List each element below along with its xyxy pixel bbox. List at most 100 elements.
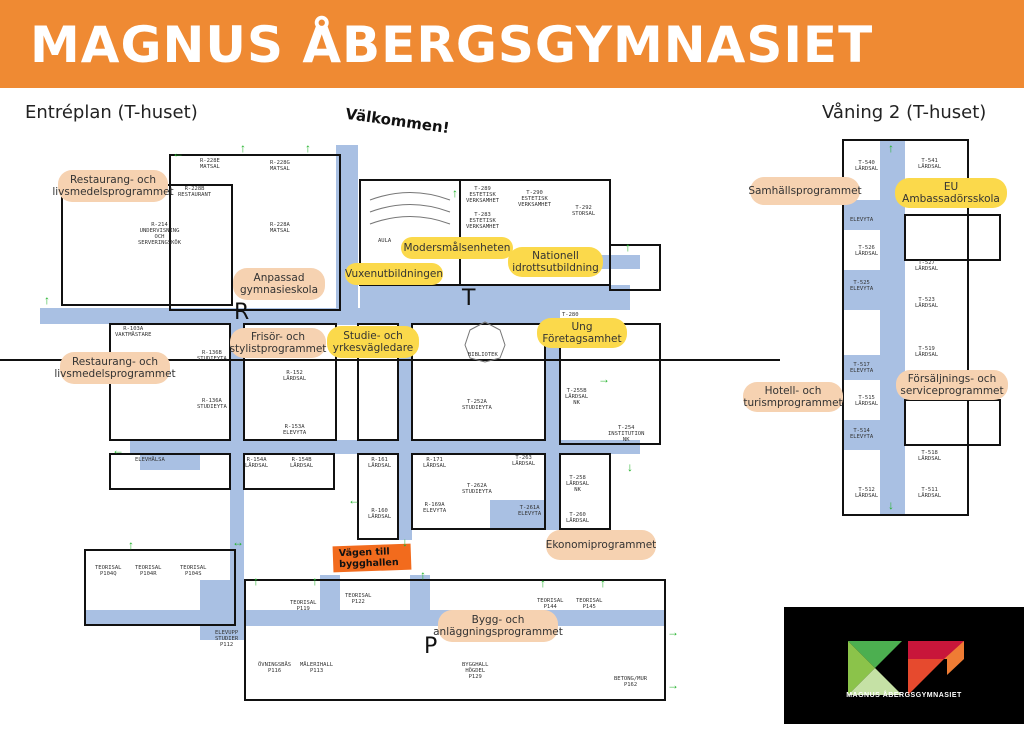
room-p122: TEORISAL P122 [345,593,372,605]
header-banner: MAGNUS ÅBERGSGYMNASIET [0,0,1024,88]
exit-arrow-icon: ↑ [452,186,458,200]
room-t523: T-523 LÄRDSAL [915,297,939,309]
callout-vuxen[interactable]: Vuxenutbildningen [345,263,443,285]
building-letter-t: T [462,286,476,311]
room-t526: T-526 LÄRDSAL [855,245,879,257]
building-letter-p: P [424,634,438,659]
room-t512: T-512 LÄRDSAL [855,487,879,499]
room-r228g: R-228G MATSAL [270,160,290,172]
room-t255b: T-255B LÄRDSAL NK [565,388,589,406]
room-t290: T-290 ESTETISK VERKSAMHET [518,190,552,208]
room-t541: T-541 LÄRDSAL [918,158,942,170]
exit-arrow-icon: ↓ [402,535,408,549]
room-t511: T-511 LÄRDSAL [918,487,942,499]
room-t527: T-527 LÄRDSAL [915,260,939,272]
exit-arrow-icon: ↑ [312,574,318,588]
room-r160: R-160 LÄRDSAL [368,508,392,520]
callout-bygg[interactable]: Bygg- och anläggningsprogrammet [433,610,563,642]
room-t252a: T-252A STUDIEYTA [462,399,492,411]
callout-modersmal[interactable]: Modersmålsenheten [401,237,513,259]
room-t517: T-517 ELEVYTA [850,362,874,374]
room-r154b: R-154B LÄRDSAL [290,457,314,469]
room-r161: R-161 LÄRDSAL [368,457,392,469]
room-t540: T-540 LÄRDSAL [855,160,879,172]
room-elevhalsa: ELEVHÄLSA [135,457,165,463]
building-letter-r: R [234,300,250,325]
floor2-heading: Våning 2 (T-huset) [822,102,987,123]
room-r228a: R-228A MATSAL [270,222,290,234]
exit-arrow-icon: ← [348,493,360,507]
room-t518: T-518 LÄRDSAL [918,450,942,462]
exit-arrow-icon: ↑ [540,576,546,590]
room-p104s: TEORISAL P104S [180,565,207,577]
room-elevyta-floor2: ELEVYTA [850,217,874,223]
room-r152: R-152 LÄRDSAL [283,370,307,382]
exit-arrow-icon: ↑ [420,568,426,582]
room-t514: T-514 ELEVYTA [850,428,874,440]
room-t525: T-525 ELEVYTA [850,280,874,292]
exit-arrow-icon: ↑ [128,538,134,552]
room-t262a: T-262A STUDIEYTA [462,483,492,495]
room-p104q: TEORISAL P104Q [95,565,122,577]
room-t254: T-254 INSTITUTION NK [608,425,645,443]
exit-arrow-icon: ↑ [625,240,631,254]
room-t283: T-283 ESTETISK VERKSAMHET [466,212,500,230]
room-p113: MÅLERIHALL P113 [300,662,334,674]
exit-arrow-icon: ↑ [305,141,311,155]
callout-samhall[interactable]: Samhällsprogrammet [748,177,862,205]
callout-hotell[interactable]: Hotell- och turismprogrammet [743,382,843,412]
exit-arrow-icon: ← [172,146,184,160]
exit-arrow-icon: ↑ [600,576,606,590]
callout-restaurang-1[interactable]: Restaurang- och livsmedelsprogrammet [52,170,174,202]
room-r228b: R-228B RESTAURANT [178,186,212,198]
room-r136b: R-136B STUDIEYTA [197,350,227,362]
room-p119: TEORISAL P119 [290,600,317,612]
room-r153a: R-153A ELEVYTA [283,424,307,436]
exit-arrow-icon: ↑ [44,293,50,307]
room-aula: AULA [378,238,392,244]
callout-frisor[interactable]: Frisör- och stylistprogrammet [230,328,326,358]
callout-ung[interactable]: Ung Företagsamhet [537,318,627,348]
callout-forsaljning[interactable]: Försäljnings- och serviceprogrammet [896,370,1008,400]
school-logo: MAGNUS ÅBERGSGYMNASIET [784,607,1024,724]
room-r228e: R-228E MATSAL [200,158,220,170]
room-t263: T-263 LÄRDSAL [512,455,536,467]
callout-anpassad[interactable]: Anpassad gymnasieskola [233,268,325,300]
room-p144: TEORISAL P144 [537,598,564,610]
room-t261a: T-261A ELEVYTA [518,505,542,517]
exit-arrow-icon: ↓ [627,460,633,474]
callout-ekonomi[interactable]: Ekonomiprogrammet [546,530,656,560]
room-bibliotek: BIBLIOTEK [468,352,498,358]
room-t519: T-519 LÄRDSAL [915,346,939,358]
exit-arrow-icon: ↓ [888,498,894,512]
callout-restaurang-2[interactable]: Restaurang- och livsmedelsprogrammet [54,352,176,384]
room-r169a: R-169A ELEVYTA [423,502,447,514]
room-t280: T-280 [562,312,579,318]
logo-mark-icon [848,641,964,695]
room-p116: ÖVNINGSBÅS P116 [258,662,292,674]
exit-arrow-icon: ↑ [240,141,246,155]
ground-floor-heading: Entréplan (T-huset) [25,102,198,123]
exit-arrow-icon: ↑ [888,141,894,155]
room-p145: TEORISAL P145 [576,598,603,610]
room-r103a: R-103A VAKTMÄSTARE [115,326,152,338]
callout-nationell[interactable]: Nationell idrottsutbildning [508,247,603,277]
room-p104r: TEORISAL P104R [135,565,162,577]
page-title: MAGNUS ÅBERGSGYMNASIET [30,16,874,74]
room-p112: ELEVUPP STUDIER P112 [215,630,239,648]
logo-text: MAGNUS ÅBERGSGYMNASIET [846,692,962,699]
exit-arrow-icon: ← [112,443,124,457]
room-p129: BYGGHALL HÖGDEL P129 [462,662,489,680]
room-p162: BETONG/MUR P162 [614,676,648,688]
exit-arrow-icon: → [598,372,610,386]
room-r154a: R-154A LÄRDSAL [245,457,269,469]
room-t515: T-515 LÄRDSAL [855,395,879,407]
room-t258: T-258 LÄRDSAL NK [566,475,590,493]
exit-arrow-icon: → [667,678,679,692]
callout-eu[interactable]: EU Ambassadörsskola [895,178,1007,208]
callout-studie[interactable]: Studie- och yrkesvägledare [327,326,419,358]
room-t292: T-292 STORSAL [572,205,596,217]
road-to-bygghallen-label: Vägen till bygghallen [332,543,412,573]
room-r136a: R-136A STUDIEYTA [197,398,227,410]
exit-arrow-icon: → [667,625,679,639]
